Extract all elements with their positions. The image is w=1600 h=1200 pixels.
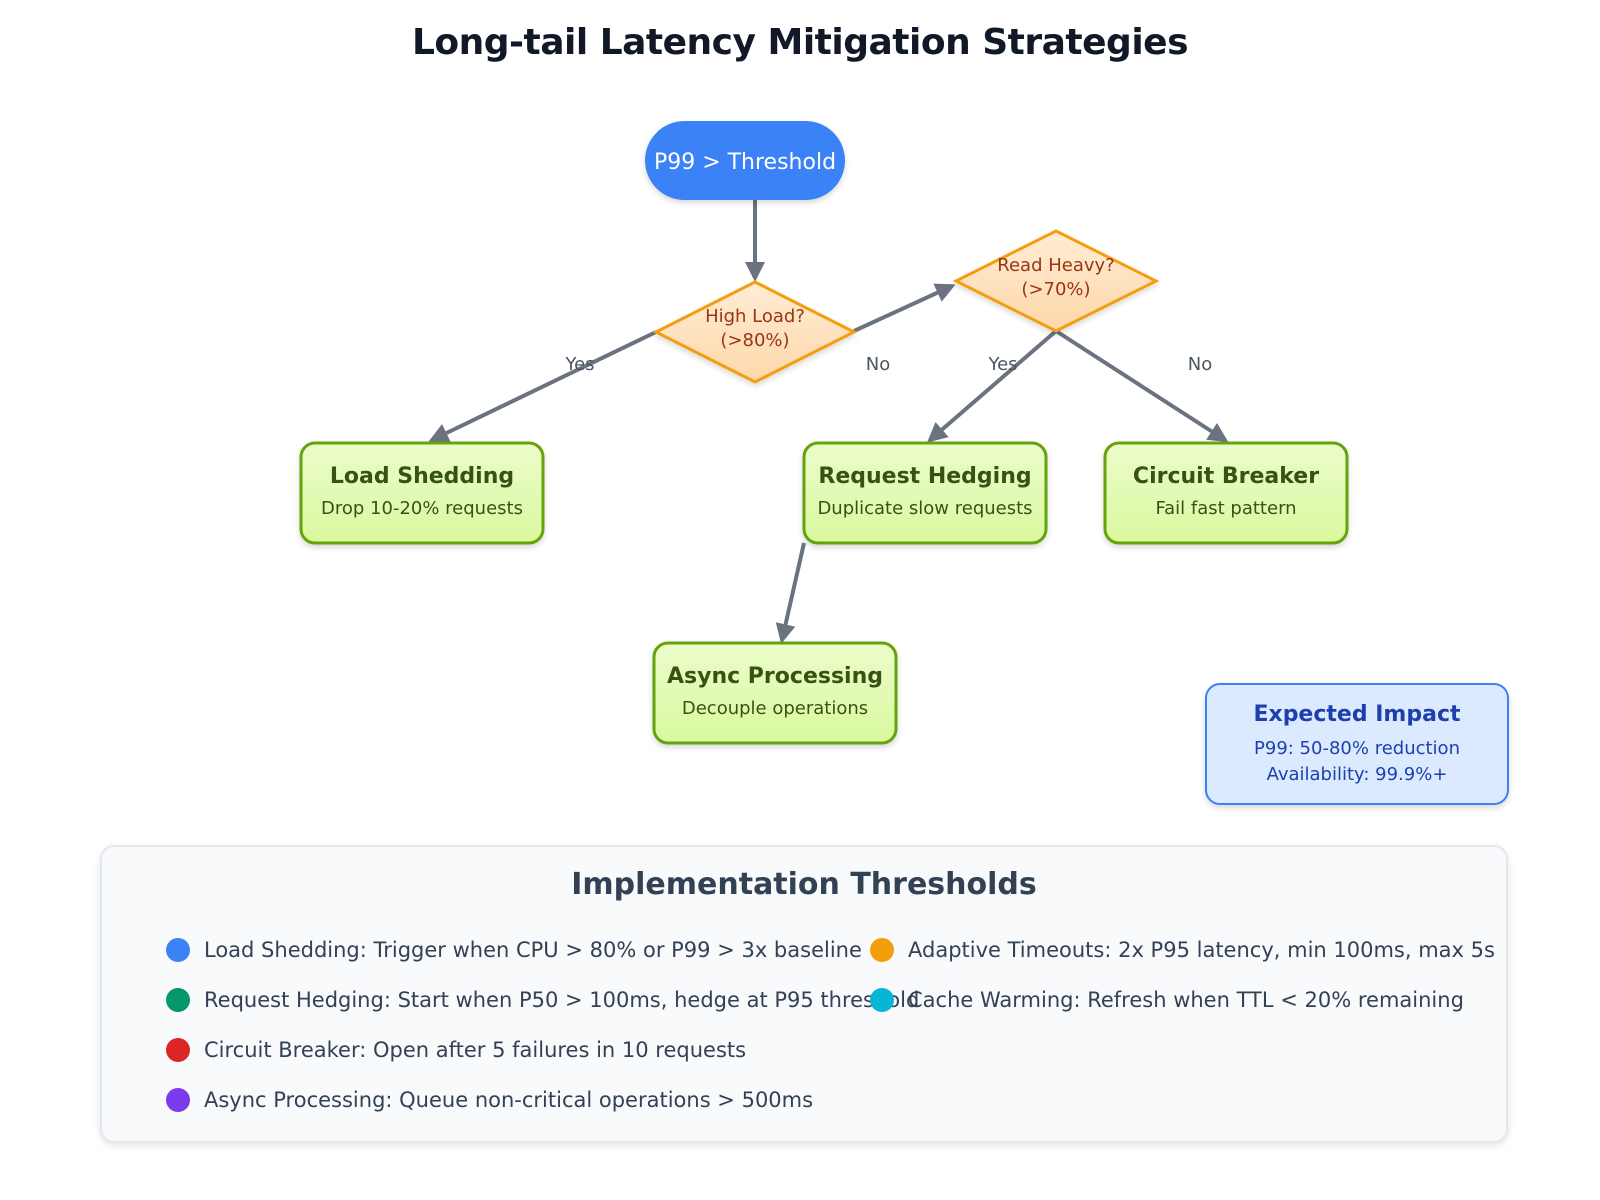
strategy-circuit-breaker: Circuit Breaker Fail fast pattern [1103, 441, 1349, 545]
start-node: P99 > Threshold [645, 121, 845, 200]
decision-read-heavy-line1: Read Heavy? [997, 255, 1114, 276]
legend-dot-icon [870, 988, 894, 1012]
panel-title: Implementation Thresholds [571, 867, 1037, 902]
thresholds-left-column: Load Shedding: Trigger when CPU > 80% or… [166, 925, 919, 1125]
threshold-item: Async Processing: Queue non-critical ope… [166, 1075, 919, 1125]
start-node-label: P99 > Threshold [654, 150, 836, 175]
edge-read-heavy-to-circuit-breaker [1054, 329, 1229, 443]
decision-read-heavy-line2: (>70%) [1021, 279, 1090, 300]
decision-high-load-line2: (>80%) [720, 330, 789, 351]
threshold-item: Circuit Breaker: Open after 5 failures i… [166, 1025, 919, 1075]
threshold-text: Adaptive Timeouts: 2x P95 latency, min 1… [908, 938, 1495, 962]
threshold-item: Request Hedging: Start when P50 > 100ms,… [166, 975, 919, 1025]
strategy-async-processing-subtitle: Decouple operations [682, 698, 868, 719]
strategy-circuit-breaker-subtitle: Fail fast pattern [1155, 498, 1296, 519]
threshold-text: Cache Warming: Refresh when TTL < 20% re… [908, 988, 1464, 1012]
page-title: Long-tail Latency Mitigation Strategies [411, 22, 1189, 63]
strategy-async-processing: Async Processing Decouple operations [652, 641, 898, 745]
edge-high-load-to-read-heavy [853, 283, 956, 333]
strategy-load-shedding-subtitle: Drop 10-20% requests [321, 498, 523, 519]
decision-high-load: High Load? (>80%) [652, 280, 858, 384]
legend-dot-icon [166, 1088, 190, 1112]
strategy-circuit-breaker-title: Circuit Breaker [1133, 464, 1319, 489]
decision-high-load-line1: High Load? [705, 306, 805, 327]
legend-dot-icon [166, 1038, 190, 1062]
expected-impact-line2: Availability: 99.9%+ [1267, 764, 1448, 785]
strategy-request-hedging-title: Request Hedging [818, 464, 1031, 489]
expected-impact-title: Expected Impact [1253, 702, 1461, 727]
edge-high-load-to-load-shedding [428, 330, 657, 443]
edge-request-hedging-to-async [775, 542, 806, 644]
threshold-text: Load Shedding: Trigger when CPU > 80% or… [204, 938, 862, 962]
strategy-request-hedging-subtitle: Duplicate slow requests [817, 498, 1032, 519]
threshold-item: Adaptive Timeouts: 2x P95 latency, min 1… [870, 925, 1495, 975]
threshold-item: Load Shedding: Trigger when CPU > 80% or… [166, 925, 919, 975]
edge-label-load-yes: Yes [564, 354, 594, 375]
edges [428, 200, 1229, 644]
threshold-text: Request Hedging: Start when P50 > 100ms,… [204, 988, 920, 1012]
thresholds-right-column: Adaptive Timeouts: 2x P95 latency, min 1… [870, 925, 1495, 1025]
strategy-async-processing-title: Async Processing [667, 664, 883, 689]
threshold-text: Circuit Breaker: Open after 5 failures i… [204, 1038, 747, 1062]
strategy-load-shedding-title: Load Shedding [330, 464, 514, 489]
expected-impact-line1: P99: 50-80% reduction [1254, 738, 1460, 759]
edge-read-heavy-to-request-hedging [926, 329, 1058, 443]
strategy-load-shedding: Load Shedding Drop 10-20% requests [299, 441, 545, 545]
legend-dot-icon [166, 988, 190, 1012]
legend-dot-icon [166, 938, 190, 962]
implementation-thresholds-panel: Implementation Thresholds Load Shedding:… [100, 845, 1508, 1143]
edge-label-read-no: No [1188, 354, 1212, 375]
strategy-request-hedging: Request Hedging Duplicate slow requests [802, 441, 1048, 545]
expected-impact-box: Expected Impact P99: 50-80% reduction Av… [1205, 683, 1509, 805]
edge-label-read-yes: Yes [987, 354, 1017, 375]
flowchart: Yes No Yes No P99 > Threshold High Load?… [299, 121, 1509, 805]
threshold-text: Async Processing: Queue non-critical ope… [204, 1088, 814, 1112]
threshold-item: Cache Warming: Refresh when TTL < 20% re… [870, 975, 1495, 1025]
edge-label-load-no: No [866, 354, 890, 375]
legend-dot-icon [870, 938, 894, 962]
decision-read-heavy: Read Heavy? (>70%) [952, 229, 1160, 333]
